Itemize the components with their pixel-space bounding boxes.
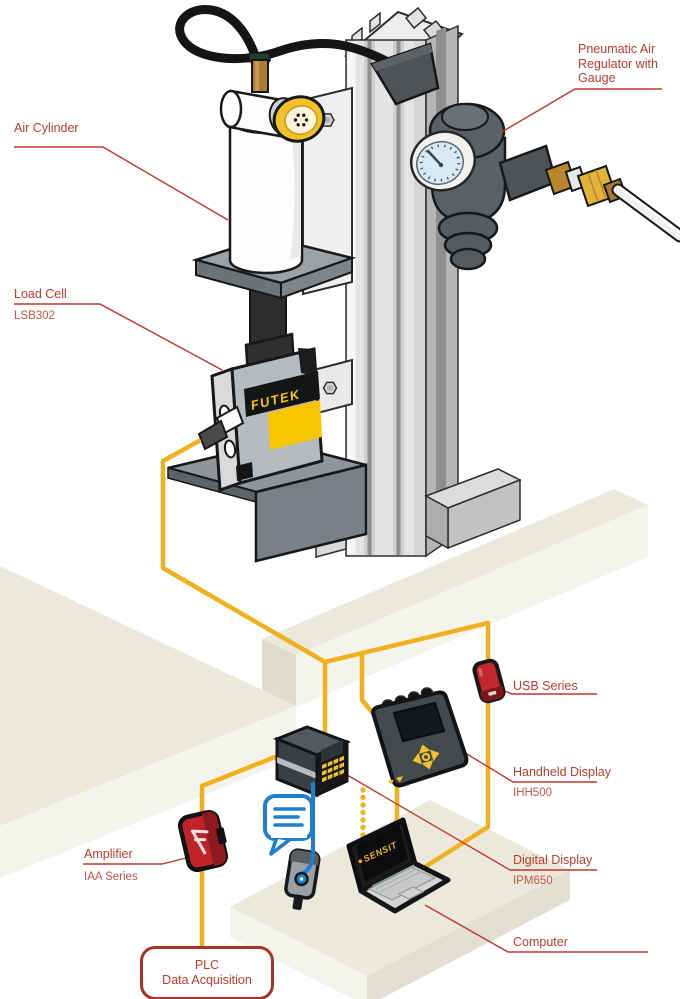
air-hose	[175, 5, 409, 75]
pressure-gauge	[410, 130, 476, 192]
handheld-keypad	[412, 744, 440, 770]
label-load-cell: Load Cell	[14, 287, 67, 301]
workbench-surface	[0, 489, 648, 878]
label-digital-model: IPM650	[513, 875, 553, 887]
label-load-cell-model: LSB302	[14, 310, 55, 322]
digital-display-device	[272, 725, 352, 798]
plc-line2: Data Acquisition	[162, 973, 252, 987]
label-amplifier: Amplifier	[84, 847, 133, 861]
amplifier-device	[177, 809, 229, 873]
label-computer: Computer	[513, 935, 568, 949]
label-air-cylinder: Air Cylinder	[14, 121, 79, 135]
label-digital-display: Digital Display	[513, 853, 593, 867]
plc-data-acquisition-box: PLC Data Acquisition	[140, 946, 274, 999]
label-usb-series: USB Series	[513, 679, 578, 693]
sensor-port	[294, 871, 309, 887]
label-handheld-model: IHH500	[513, 787, 552, 799]
support-column	[344, 6, 522, 558]
chat-bubble-icon	[263, 794, 314, 856]
handheld-display-device	[371, 687, 469, 788]
air-cylinder-illustration	[219, 52, 326, 275]
label-handheld-display: Handheld Display	[513, 765, 611, 779]
pneumatic-regulator	[410, 102, 680, 271]
usb-drive-icon	[472, 658, 506, 704]
label-amplifier-model: IAA Series	[84, 871, 138, 883]
wireless-link-dotted	[360, 787, 366, 838]
label-regulator: Pneumatic Air Regulator with Gauge	[578, 42, 658, 85]
load-cell-illustration: FUTEK	[197, 332, 324, 493]
laptop-illustration: SENSIT	[346, 817, 451, 914]
hose-anchor-block	[370, 42, 440, 106]
plc-line1: PLC	[194, 957, 220, 972]
